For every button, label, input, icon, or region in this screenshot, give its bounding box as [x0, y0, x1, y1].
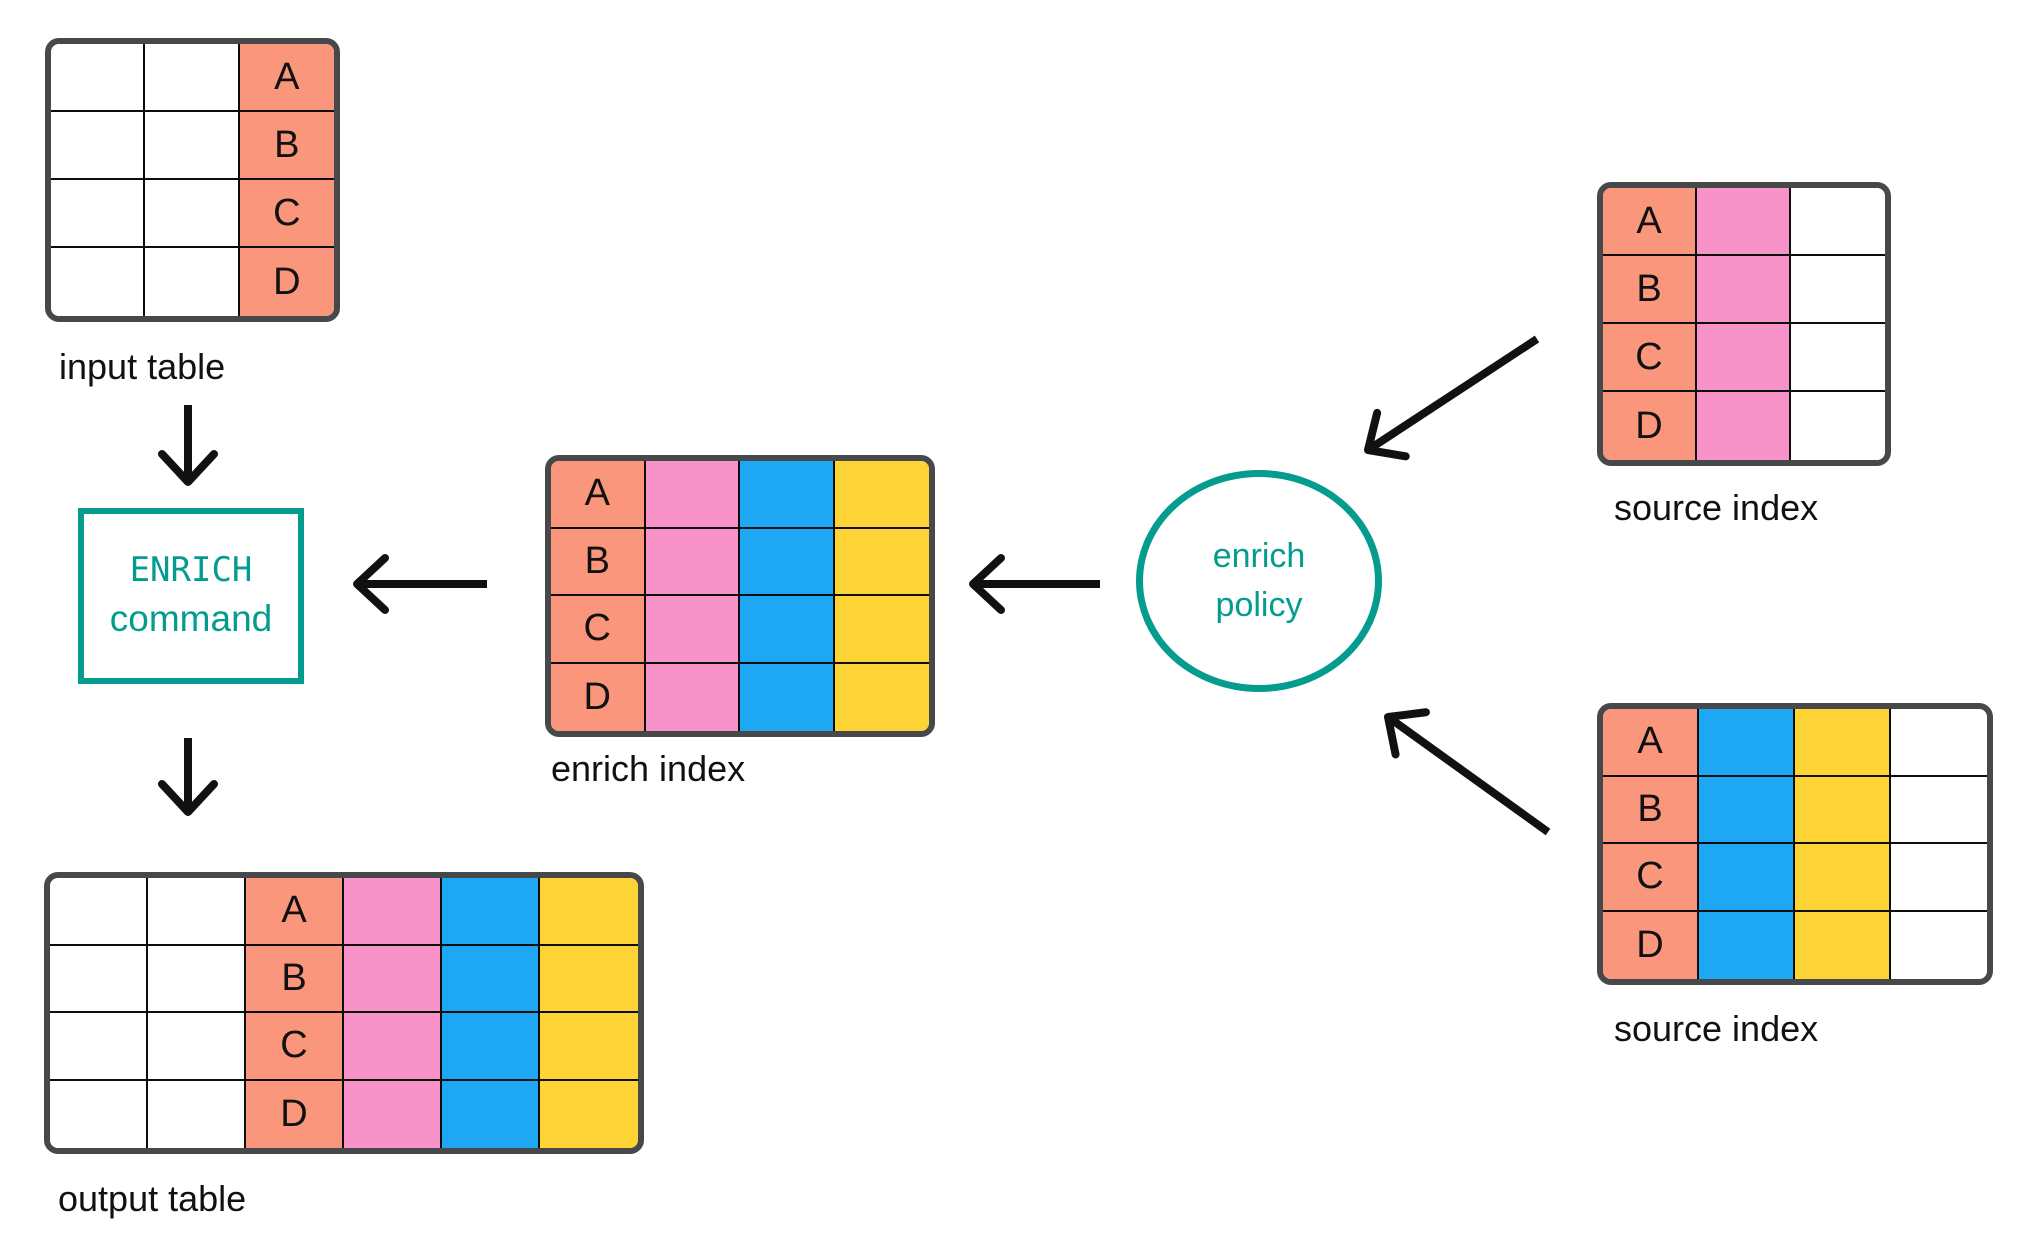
- enrich-policy-word2: policy: [1215, 586, 1303, 624]
- table-cell: [148, 945, 246, 1013]
- table-cell: [1699, 776, 1795, 844]
- table-cell: [1697, 188, 1791, 256]
- table-cell-letter: C: [239, 180, 334, 248]
- enrich-policy-word1: enrich: [1212, 536, 1306, 575]
- table-cell-letter: A: [551, 461, 646, 529]
- enrich-command-box: ENRICH command: [78, 508, 304, 684]
- table-cell: [442, 945, 540, 1013]
- input-table-label: input table: [59, 346, 226, 387]
- table-cell-letter: D: [246, 1080, 344, 1148]
- table-cell: [1795, 709, 1891, 777]
- table-cell: [740, 663, 835, 731]
- table-cell: [51, 248, 146, 316]
- table-cell-letter: B: [246, 945, 344, 1013]
- table-cell: [834, 596, 929, 664]
- table-cell: [148, 1013, 246, 1081]
- table-cell-letter: C: [551, 596, 646, 664]
- table-cell: [1791, 324, 1885, 392]
- table-cell: [1699, 844, 1795, 912]
- table-cell: [50, 878, 148, 946]
- table-cell: [1697, 256, 1791, 324]
- table-cell-letter: B: [1603, 776, 1699, 844]
- table-cell: [1795, 911, 1891, 979]
- table-cell: [1791, 188, 1885, 256]
- arrow-source-bottom-to-policy: [1384, 708, 1551, 836]
- table-cell: [145, 44, 240, 112]
- table-cell-letter: C: [1603, 324, 1697, 392]
- table-cell-letter: B: [239, 112, 334, 180]
- table-cell-letter: D: [239, 248, 334, 316]
- table-cell-letter: C: [246, 1013, 344, 1081]
- table-cell: [1699, 709, 1795, 777]
- table-cell: [344, 878, 442, 946]
- table-cell: [145, 112, 240, 180]
- table-cell: [51, 112, 146, 180]
- table-cell: [442, 1013, 540, 1081]
- table-cell-letter: D: [551, 663, 646, 731]
- enrich-command-keyword: ENRICH: [129, 550, 253, 591]
- table-cell: [645, 528, 740, 596]
- table-cell-letter: A: [246, 878, 344, 946]
- table-cell: [1891, 911, 1987, 979]
- table-cell: [540, 1080, 638, 1148]
- table-cell: [540, 878, 638, 946]
- arrow-source-top-to-policy: [1364, 335, 1540, 461]
- table-cell: [1891, 709, 1987, 777]
- table-cell: [834, 461, 929, 529]
- table-cell: [1795, 844, 1891, 912]
- table-cell: [1697, 324, 1791, 392]
- table-cell: [1891, 776, 1987, 844]
- table-cell: [645, 596, 740, 664]
- table-cell-letter: A: [1603, 709, 1699, 777]
- table-cell: [442, 878, 540, 946]
- table-cell: [645, 663, 740, 731]
- source-index-top-label: source index: [1614, 487, 1819, 528]
- table-cell: [834, 528, 929, 596]
- table-cell: [50, 1080, 148, 1148]
- table-cell: [740, 596, 835, 664]
- table-cell: [51, 44, 146, 112]
- table-cell: [740, 528, 835, 596]
- table-cell: [344, 1013, 442, 1081]
- table-cell-letter: D: [1603, 392, 1697, 460]
- table-cell: [344, 1080, 442, 1148]
- table-cell: [145, 180, 240, 248]
- table-cell: [51, 180, 146, 248]
- table-cell: [50, 945, 148, 1013]
- enrich-index-label: enrich index: [551, 748, 746, 789]
- table-cell: [1791, 392, 1885, 460]
- table-cell-letter: D: [1603, 911, 1699, 979]
- table-cell: [645, 461, 740, 529]
- table-cell: [1891, 844, 1987, 912]
- output-table-label: output table: [58, 1178, 247, 1219]
- table-cell: [148, 878, 246, 946]
- table-cell: [1791, 256, 1885, 324]
- table-cell: [442, 1080, 540, 1148]
- enrich-policy-circle: enrich policy: [1136, 470, 1382, 692]
- table-cell: [1795, 776, 1891, 844]
- table-cell: [834, 663, 929, 731]
- table-cell: [50, 1013, 148, 1081]
- table-cell: [344, 945, 442, 1013]
- table-cell: [1697, 392, 1791, 460]
- enrich-command-word: command: [109, 597, 273, 639]
- table-cell: [540, 945, 638, 1013]
- table-cell: [145, 248, 240, 316]
- source-index-bottom-label: source index: [1614, 1008, 1819, 1049]
- table-cell-letter: B: [551, 528, 646, 596]
- table-cell-letter: A: [239, 44, 334, 112]
- table-cell-letter: A: [1603, 188, 1697, 256]
- table-cell: [540, 1013, 638, 1081]
- table-cell: [1699, 911, 1795, 979]
- table-cell-letter: B: [1603, 256, 1697, 324]
- table-cell: [740, 461, 835, 529]
- table-cell-letter: C: [1603, 844, 1699, 912]
- table-cell: [148, 1080, 246, 1148]
